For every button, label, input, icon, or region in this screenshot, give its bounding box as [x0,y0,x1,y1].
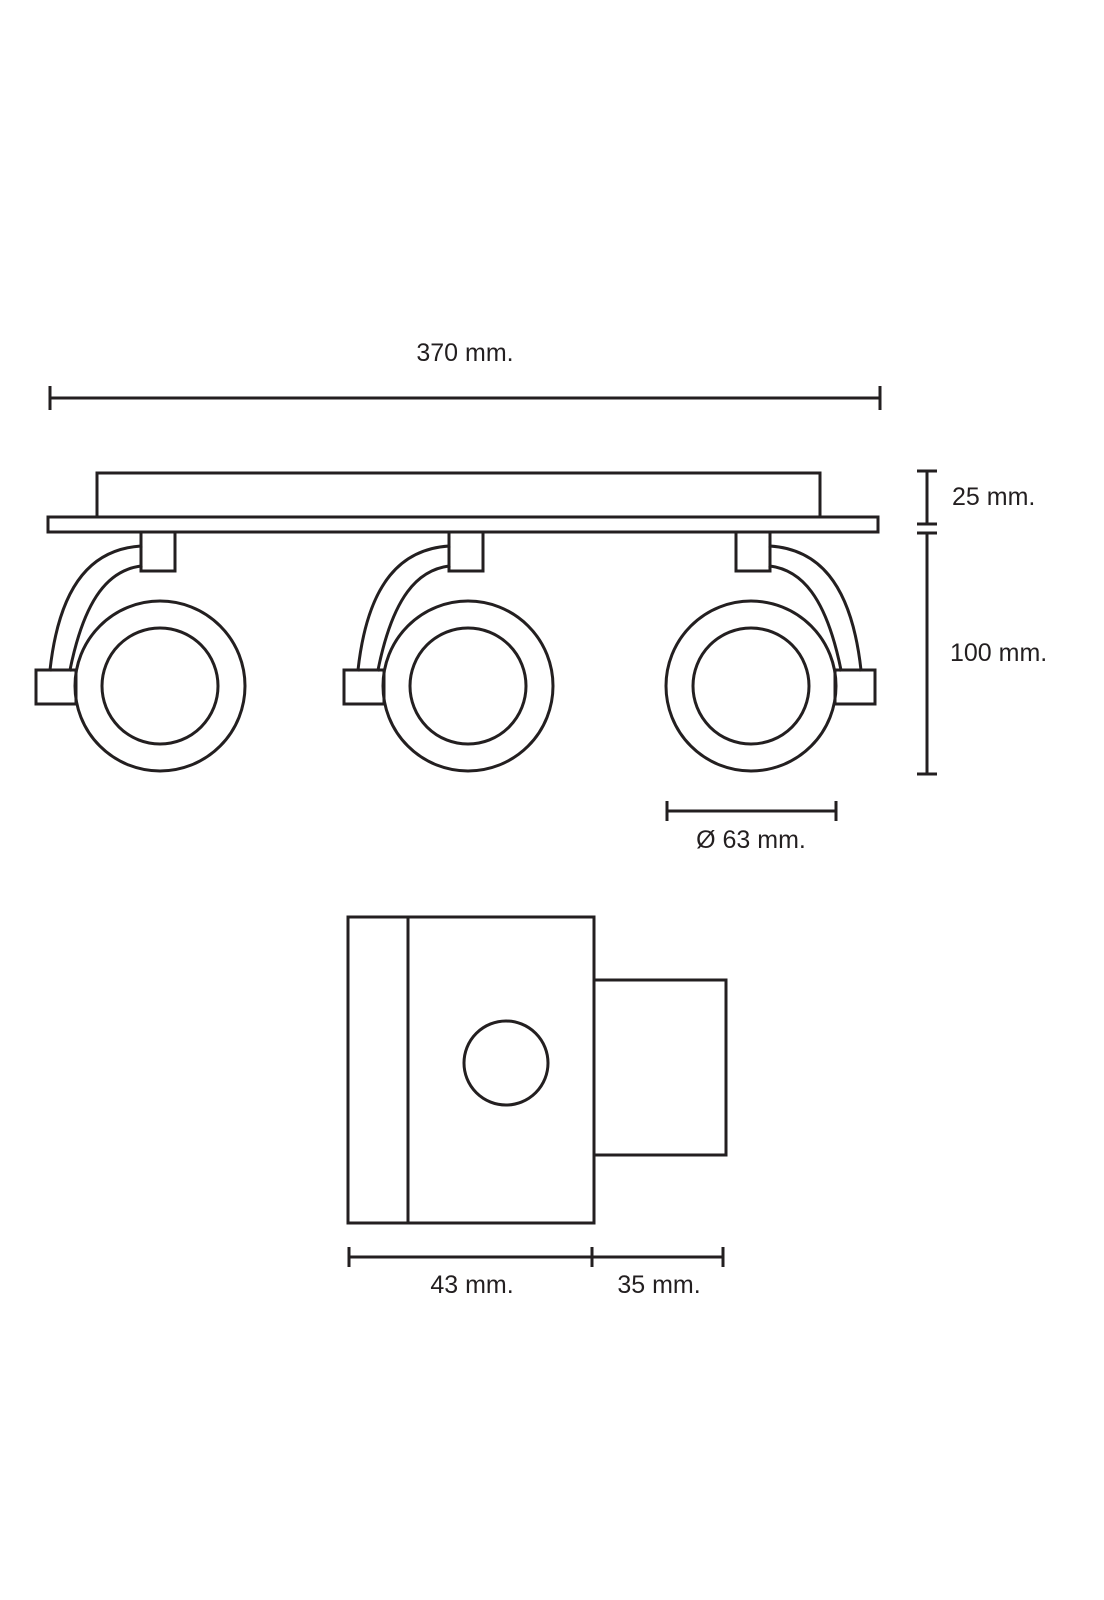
base-height-label: 25 mm. [952,483,1035,511]
spotlight-right [664,530,877,773]
spotlight-left [34,530,247,773]
width-dimension: 370 mm. [48,339,882,410]
base-plate [46,471,880,534]
side-mount [592,978,728,1157]
diameter-label: Ø 63 mm. [696,826,806,854]
total-height-label: 100 mm. [950,639,1047,667]
width-label: 370 mm. [416,339,513,367]
side-view: 43 mm. 35 mm. [346,915,728,1299]
spotlight-center [342,530,555,773]
body-depth-label: 43 mm. [430,1271,513,1299]
side-pivot [462,1019,550,1107]
side-body [346,915,596,1225]
base-height-dimension: 25 mm. [917,469,1035,526]
front-view: 370 mm. [34,339,1047,854]
total-height-dimension: 100 mm. [917,531,1047,776]
diameter-dimension: Ø 63 mm. [665,801,838,854]
mount-depth-label: 35 mm. [617,1271,700,1299]
side-dimensions: 43 mm. 35 mm. [347,1247,725,1299]
